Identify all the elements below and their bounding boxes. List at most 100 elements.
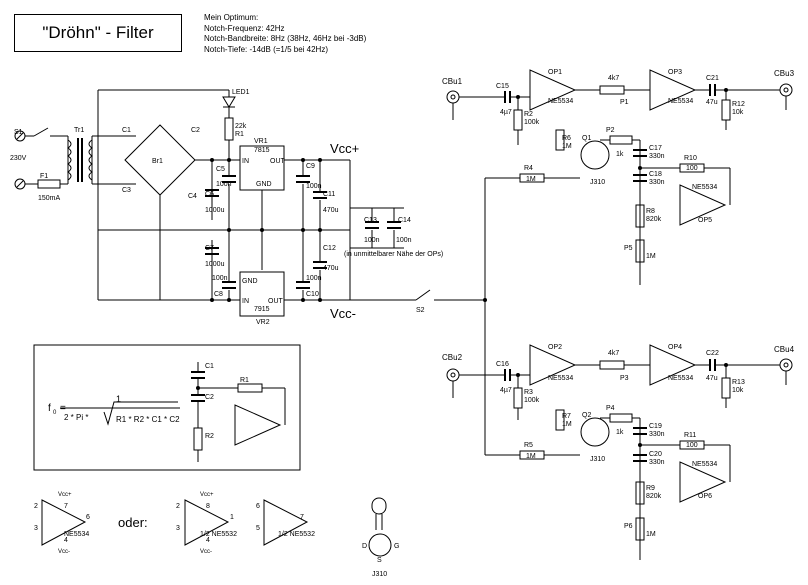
label-vr2-gnd: GND: [242, 278, 258, 285]
label-op2-type: NE5534: [548, 375, 573, 382]
label-p4: P4: [606, 405, 615, 412]
label-c2: C2: [191, 127, 200, 134]
note-line: Notch-Bandbreite: 8Hz (38Hz, 46Hz bei -3…: [204, 34, 367, 43]
resistor-formula-r2: [193, 427, 203, 451]
fuse-f1: [37, 179, 61, 189]
legend-p3: 3: [176, 525, 180, 532]
label-r7: R7: [562, 413, 571, 420]
resistor-r8: [635, 204, 645, 228]
pot-p3: [599, 360, 625, 370]
label-cbu1: CBu1: [442, 77, 463, 86]
formula-box: [33, 344, 301, 471]
label-c12: C12: [323, 245, 336, 252]
rail-labels: Vcc+ Vcc-: [330, 141, 359, 321]
label-c11-val: 470u: [323, 207, 339, 214]
label-q2-type: J310: [590, 456, 605, 463]
label-r10: R10: [684, 155, 697, 162]
label-br1: Br1: [152, 158, 163, 165]
label-op6-type: NE5534: [692, 461, 717, 468]
legend-vcc-plus: Vcc+: [58, 492, 72, 498]
resistor-r3: [513, 387, 523, 409]
label-c9-val: 100n: [306, 183, 322, 190]
label-r1: R1: [235, 131, 244, 138]
label-cbu4: CBu4: [774, 345, 795, 354]
pot-p1: [599, 85, 625, 95]
label-r5-val: 1M: [526, 453, 536, 460]
jack-cbu1: [446, 90, 460, 104]
label-q1-type: J310: [590, 179, 605, 186]
formula-numerator: 1: [116, 394, 121, 404]
formula-radicand: R1 * R2 * C1 * C2: [116, 415, 180, 424]
formula-lhs-sub: 0: [53, 410, 57, 416]
resistor-r6: [555, 129, 565, 151]
formula-equals: =: [60, 403, 66, 414]
label-q1: Q1: [582, 135, 591, 142]
label-op1: OP1: [548, 69, 562, 76]
label-p5: P5: [624, 245, 633, 252]
legend-s: S: [377, 557, 382, 564]
label-c20: C20: [649, 451, 662, 458]
label-c6: C6: [205, 191, 214, 198]
label-c18: C18: [649, 171, 662, 178]
jfet-package-icon: [371, 497, 387, 515]
label-p3-val: 4k7: [608, 350, 619, 357]
label-p6: P6: [624, 523, 633, 530]
resistor-r9: [635, 481, 645, 505]
label-c11: C11: [323, 191, 335, 198]
jfet-pinout-icon: [368, 533, 392, 557]
label-r5: R5: [524, 442, 533, 449]
note-line: Notch-Tiefe: -14dB (=1/5 bei 42Hz): [204, 44, 328, 54]
resistor-r12: [721, 99, 731, 121]
label-c8: C8: [214, 291, 223, 298]
opamp-op6: [679, 461, 727, 503]
label-c20-val: 330n: [649, 459, 665, 466]
label-c5-val: 100n: [216, 181, 232, 188]
opamp-formula: [234, 404, 282, 446]
resistor-r1: [224, 117, 234, 141]
label-vr1: VR1: [254, 138, 268, 145]
label-op4-type: NE5534: [668, 375, 693, 382]
label-c7: C7: [205, 245, 214, 252]
label-c13-note: (in unmittelbarer Nähe der OPs): [344, 251, 443, 258]
legend-pin7: 7: [64, 503, 68, 510]
opamp-op3: [649, 69, 697, 111]
schematic-title: "Dröhn" - Filter: [42, 23, 154, 42]
legend-pin3: 3: [34, 525, 38, 532]
label-q2: Q2: [582, 412, 591, 419]
label-tr1: Tr1: [74, 127, 84, 134]
formula-lhs: f: [48, 403, 51, 414]
label-p4-val: 1k: [616, 429, 624, 436]
label-vr1-out: OUT: [270, 158, 286, 165]
label-op4: OP4: [668, 344, 682, 351]
pot-p2: [609, 135, 633, 145]
label-c18-val: 330n: [649, 179, 665, 186]
label-r11-val: 100: [686, 442, 698, 449]
label-p2: P2: [606, 127, 615, 134]
label-c17-val: 330n: [649, 153, 665, 160]
legend-pin6: 6: [86, 514, 90, 521]
legend-vcc-minus-2: Vcc-: [200, 549, 212, 555]
label-p2-val: 1k: [616, 151, 624, 158]
legend-opamp-ne5532-b: [263, 499, 309, 546]
resistor-formula-r1: [237, 383, 263, 393]
jack-cbu2: [446, 368, 460, 382]
label-c7-val: 1000u: [205, 261, 225, 268]
label-mains: 230V: [10, 155, 27, 162]
legend-opamp-ne5532-a: [184, 499, 230, 546]
label-vr1-gnd: GND: [256, 181, 272, 188]
label-c3: C3: [122, 187, 131, 194]
label-vr2-out: OUT: [268, 298, 284, 305]
notes-block: Mein Optimum: Notch-Frequenz: 42Hz Notch…: [204, 13, 366, 55]
label-c13-val: 100n: [364, 237, 380, 244]
pot-p6: [635, 517, 645, 541]
label-c15: C15: [496, 83, 509, 90]
label-r2-val: 100k: [524, 119, 540, 126]
jack-cbu3: [779, 83, 793, 97]
legend-d: D: [362, 543, 367, 550]
label-op3-type: NE5534: [668, 98, 693, 105]
label-c14: C14: [398, 217, 411, 224]
label-p5-val: 1M: [646, 253, 656, 260]
label-c9: C9: [306, 163, 315, 170]
wiring: [14, 69, 793, 560]
legend-ne5532-a: 1/2 NE5532: [200, 531, 237, 538]
